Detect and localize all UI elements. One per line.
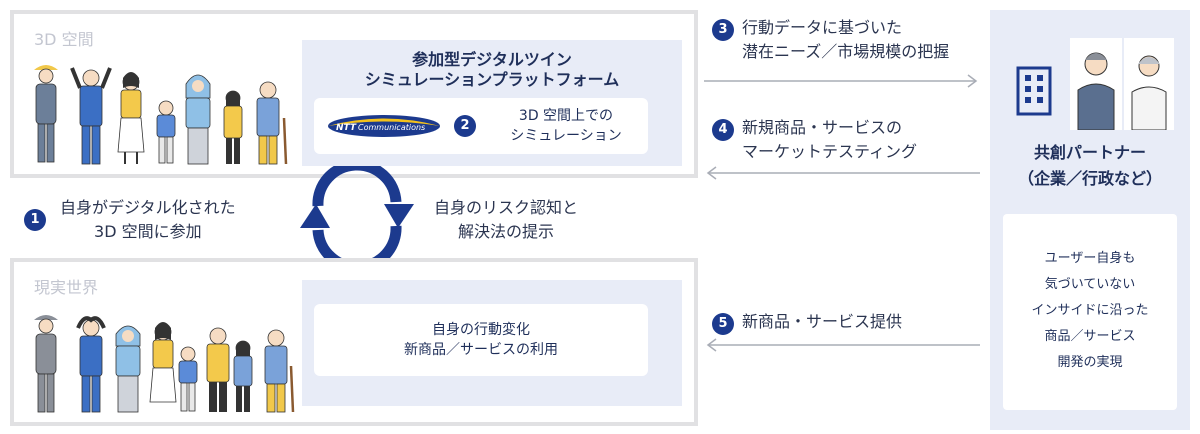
- step-4-badge: 4: [712, 119, 734, 141]
- simulation-card-line2: シミュレーション: [510, 128, 622, 144]
- step-1-text: 自身がデジタル化された 3D 空間に参加: [60, 196, 236, 244]
- behavior-change-card: 自身の行動変化 新商品／サービスの利用: [314, 304, 648, 376]
- step-5-line1: 新商品・サービス提供: [742, 312, 903, 331]
- step-4-line2: マーケットテスティング: [742, 142, 918, 161]
- step-1-line1: 自身がデジタル化された: [60, 198, 236, 217]
- ntt-communications-logo: NTT Communications: [328, 115, 440, 137]
- partner-title-line1: 共創パートナー: [1033, 143, 1146, 162]
- avatar-group-illustration: [34, 65, 288, 165]
- step-5-badge: 5: [712, 313, 734, 335]
- simulation-title-line1: 参加型デジタルツイン: [412, 50, 572, 69]
- simulation-title-line2: シミュレーションプラットフォーム: [364, 70, 620, 89]
- arrow-right-icon: [704, 74, 978, 88]
- arrow-left-icon: [706, 166, 980, 180]
- logo-wordmark: Communications: [358, 123, 425, 132]
- partner-outcome-card: ユーザー自身も 気づいていない インサイドに沿った 商品／サービス 開発の実現: [1003, 214, 1177, 410]
- partner-outcome-text: ユーザー自身も 気づいていない インサイドに沿った 商品／サービス 開発の実現: [1003, 246, 1177, 376]
- step-4-line1: 新規商品・サービスの: [742, 118, 903, 137]
- partner-panel: 共創パートナー （企業／行政など） ユーザー自身も 気づいていない インサイドに…: [990, 10, 1190, 430]
- partner-outcome-line: 気づいていない: [1044, 277, 1136, 292]
- partner-outcome-line: ユーザー自身も: [1044, 251, 1136, 266]
- step-3-line1: 行動データに基づいた: [742, 18, 903, 37]
- building-icon: [1016, 66, 1052, 116]
- partner-title: 共創パートナー （企業／行政など）: [990, 140, 1190, 192]
- behavior-change-text: 自身の行動変化 新商品／サービスの利用: [314, 320, 648, 360]
- risk-awareness-line1: 自身のリスク認知と: [434, 198, 579, 217]
- step-1-badge: 1: [24, 209, 46, 231]
- real-people-illustration: [34, 315, 295, 413]
- cycle-arrows-icon: [300, 166, 414, 266]
- svg-text:NTT: NTT: [336, 123, 357, 133]
- real-world-title: 現実世界: [34, 278, 99, 297]
- risk-awareness-text: 自身のリスク認知と 解決法の提示: [434, 196, 578, 244]
- arrow-left-icon: [706, 338, 980, 352]
- simulation-card: NTT Communications 2 3D 空間上での シミュレーション: [314, 98, 648, 154]
- simulation-platform-box: 参加型デジタルツイン シミュレーションプラットフォーム NTT Communic…: [302, 40, 682, 166]
- step-2-badge: 2: [454, 115, 476, 137]
- simulation-platform-title: 参加型デジタルツイン シミュレーションプラットフォーム: [302, 50, 682, 90]
- step-4-text: 新規商品・サービスの マーケットテスティング: [742, 116, 917, 164]
- real-world-panel: 現実世界: [10, 258, 698, 426]
- partner-outcome-line: 商品／サービス: [1044, 329, 1136, 344]
- virtual-space-title: 3D 空間: [34, 30, 94, 49]
- partner-title-line2: （企業／行政など）: [1017, 169, 1162, 188]
- step-3-badge: 3: [712, 19, 734, 41]
- step-3-text: 行動データに基づいた 潜在ニーズ／市場規模の把握: [742, 16, 949, 64]
- step-1-line2: 3D 空間に参加: [94, 222, 202, 241]
- behavior-change-line1: 自身の行動変化: [432, 322, 530, 338]
- risk-awareness-line2: 解決法の提示: [458, 222, 555, 241]
- step-3-line2: 潜在ニーズ／市場規模の把握: [742, 42, 950, 61]
- virtual-space-panel: 3D 空間: [10, 10, 698, 178]
- partner-outcome-line: 開発の実現: [1057, 355, 1123, 370]
- simulation-card-text: 3D 空間上での シミュレーション: [490, 106, 642, 146]
- behavior-change-box: 自身の行動変化 新商品／サービスの利用: [302, 280, 682, 406]
- partner-people-illustration: [1070, 38, 1174, 130]
- step-5-text: 新商品・サービス提供: [742, 310, 902, 334]
- behavior-change-line2: 新商品／サービスの利用: [404, 342, 558, 358]
- partner-outcome-line: インサイドに沿った: [1031, 303, 1149, 318]
- simulation-card-line1: 3D 空間上での: [518, 108, 614, 124]
